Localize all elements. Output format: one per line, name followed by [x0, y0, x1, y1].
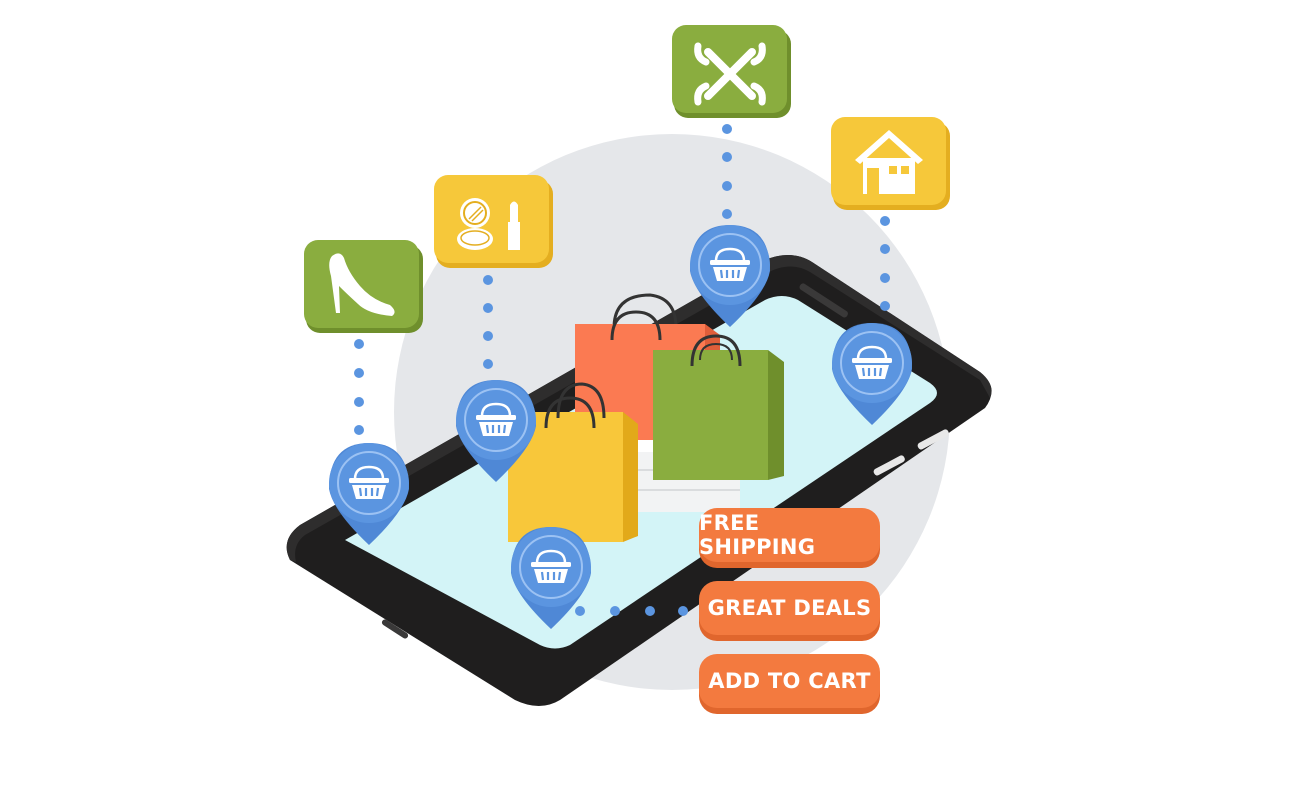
add-to-cart-text: ADD TO CART — [708, 669, 871, 693]
free-shipping-label[interactable]: FREE SHIPPING — [699, 508, 880, 568]
tile-home[interactable] — [831, 117, 950, 210]
wrench-tools-icon — [694, 42, 766, 106]
shopping-bags — [508, 293, 784, 542]
add-to-cart-label[interactable]: ADD TO CART — [699, 654, 880, 714]
great-deals-text: GREAT DEALS — [707, 596, 872, 620]
free-shipping-text: FREE SHIPPING — [699, 511, 816, 559]
great-deals-label[interactable]: GREAT DEALS — [699, 581, 880, 641]
tile-tools[interactable] — [672, 25, 791, 118]
tile-shoes[interactable] — [304, 240, 423, 333]
tile-cosmetics[interactable] — [434, 175, 553, 268]
house-icon — [855, 130, 923, 194]
high-heel-icon — [329, 253, 395, 316]
cosmetics-icon — [457, 198, 520, 250]
dotted-connectors — [354, 124, 890, 616]
